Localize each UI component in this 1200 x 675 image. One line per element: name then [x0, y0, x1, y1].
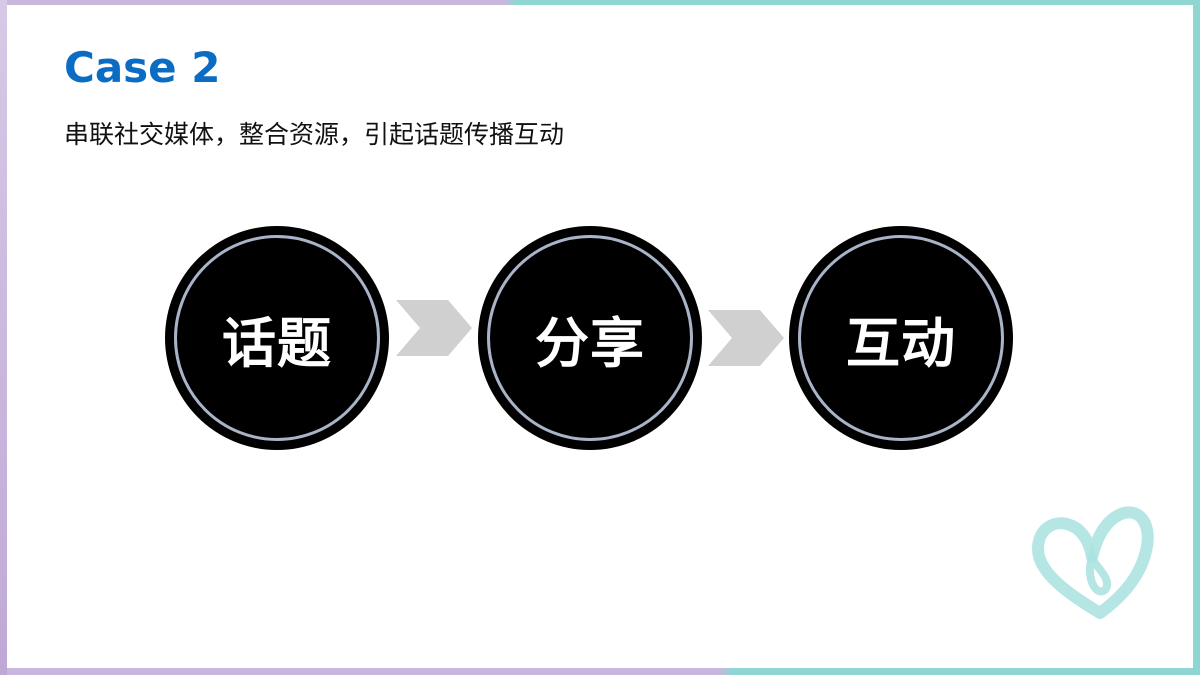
- step-ring: [798, 235, 1004, 441]
- border-right: [1193, 0, 1200, 675]
- step-circle-share: 分享: [478, 226, 702, 450]
- step-circle-interact: 互动: [789, 226, 1013, 450]
- chevron-arrow-icon: [396, 300, 472, 356]
- slide-subtitle: 串联社交媒体，整合资源，引起话题传播互动: [64, 120, 565, 149]
- step-ring: [174, 235, 380, 441]
- step-ring: [487, 235, 693, 441]
- border-bottom: [0, 668, 1200, 675]
- step-label: 话题: [222, 311, 332, 375]
- step-label: 分享: [535, 311, 645, 375]
- border-left: [0, 0, 7, 675]
- chevron-arrow-icon: [708, 310, 784, 366]
- step-circle-topic: 话题: [165, 226, 389, 450]
- slide-title: Case 2: [64, 43, 221, 92]
- heart-icon: [1032, 506, 1154, 619]
- step-label: 互动: [846, 311, 956, 375]
- border-top: [0, 0, 1200, 5]
